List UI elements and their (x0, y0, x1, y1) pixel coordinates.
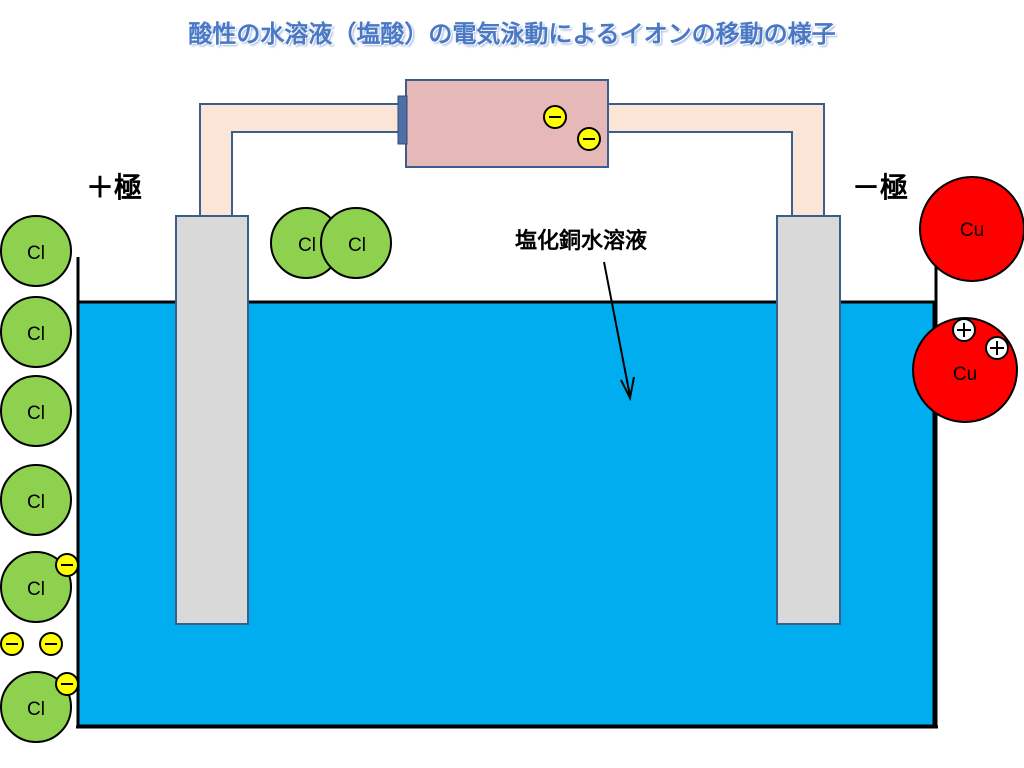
negative-pole-label: －極 (852, 171, 908, 204)
positive-charge-icon (952, 318, 976, 342)
positive-charge-icon (985, 336, 1009, 360)
chloride-ion: Cl (0, 551, 79, 623)
power-supply-terminal (397, 95, 408, 145)
chlorine-atom: Cl (0, 215, 72, 287)
chlorine-label: Cl (27, 403, 45, 424)
chlorine-label: Cl (27, 324, 45, 345)
wire-left (199, 103, 407, 217)
page-title: 酸性の水溶液（塩酸）の電気泳動によるイオンの移動の様子 (188, 20, 836, 48)
chloride-ion: Cl (0, 671, 79, 743)
copper-atom: Cu (919, 176, 1024, 282)
copper-ion: Cu (912, 317, 1018, 423)
solution-pointer-arrow (603, 261, 635, 402)
chlorine-label: Cl (348, 235, 366, 256)
power-supply-box (405, 79, 609, 168)
chlorine-atom: Cl (0, 375, 72, 447)
electron (0, 632, 24, 656)
chlorine-atom: Cl (0, 464, 72, 536)
wire-right (607, 103, 825, 217)
chlorine-molecule: Cl Cl (270, 207, 392, 279)
chlorine-label: Cl (27, 243, 45, 264)
chlorine-label: Cl (27, 492, 45, 513)
electron (39, 632, 63, 656)
chlorine-atom: Cl (0, 296, 72, 368)
electron (543, 105, 567, 129)
chlorine-label: Cl (298, 235, 316, 256)
electron (577, 127, 601, 151)
solution-label: 塩化銅水溶液 (515, 228, 647, 254)
positive-pole-label: ＋極 (86, 171, 142, 204)
chlorine-label: Cl (27, 699, 45, 720)
cathode-electrode (776, 215, 841, 625)
chlorine-label: Cl (27, 579, 45, 600)
copper-label: Cu (953, 364, 977, 385)
copper-label: Cu (960, 220, 984, 241)
anode-electrode (175, 215, 249, 625)
